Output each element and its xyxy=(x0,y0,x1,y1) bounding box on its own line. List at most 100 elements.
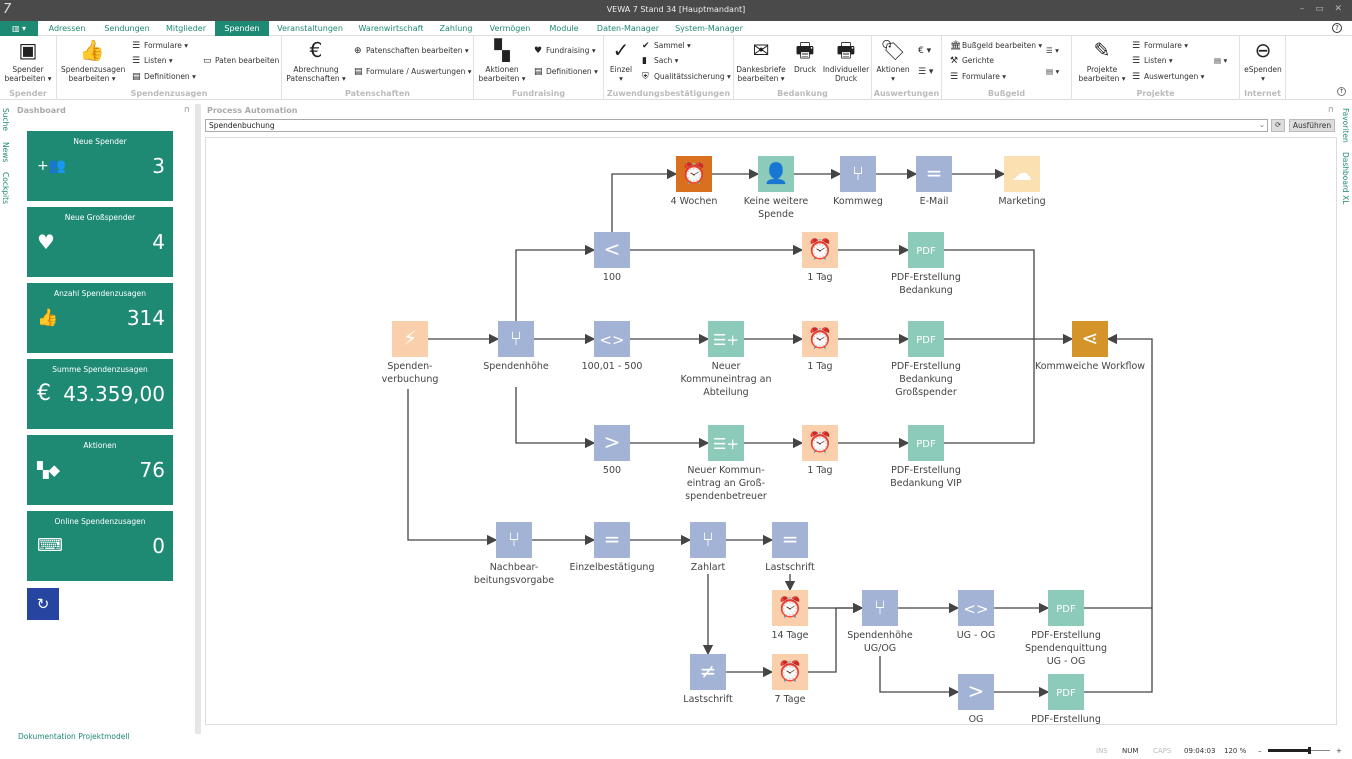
tab-module[interactable]: Module xyxy=(549,24,579,33)
workflow-node-last2[interactable]: ≠Lastschrift xyxy=(683,654,733,705)
listen-menu[interactable]: ☰Listen ▾ xyxy=(1132,56,1173,66)
tab-warenwirtschaft[interactable]: Warenwirtschaft xyxy=(358,24,424,33)
side-tab-favoriten[interactable]: Favoriten xyxy=(1341,108,1350,143)
spender-bearbeiten-button[interactable]: ▣ Spender bearbeiten ▾ xyxy=(2,39,54,83)
workflow-node-gt500[interactable]: >500 xyxy=(594,425,630,476)
workflow-node-einzel[interactable]: =Einzelbestätigung xyxy=(570,522,655,573)
app-menu-button[interactable]: ▥ ▾ xyxy=(0,21,38,36)
help-icon[interactable]: ? xyxy=(1332,23,1342,33)
zoom-slider-thumb[interactable] xyxy=(1308,747,1311,754)
tab-mitglieder[interactable]: Mitglieder xyxy=(166,24,206,33)
aktionen-bearbeiten-button[interactable]: ▚ Aktionen bearbeiten ▾ xyxy=(476,39,528,83)
formulare-menu[interactable]: ☰Formulare ▾ xyxy=(1132,41,1188,51)
side-tab-suche[interactable]: Suche xyxy=(1,108,10,132)
pin-icon[interactable]: ⊓ xyxy=(184,106,190,114)
reload-button[interactable]: ⟳ xyxy=(1271,119,1285,132)
tab-daten-manager[interactable]: Daten-Manager xyxy=(596,24,660,33)
spendenzusagen-button[interactable]: 👍 Spendenzusagen bearbeiten ▾ xyxy=(61,39,125,83)
workflow-node-ugog[interactable]: <>UG - OG xyxy=(957,590,996,641)
espenden-button[interactable]: ⊖ eSpenden ▾ xyxy=(1242,39,1284,83)
workflow-node-marketing[interactable]: ☁Marketing xyxy=(998,156,1046,207)
workflow-node-email[interactable]: =E-Mail xyxy=(916,156,952,207)
aktionen-auswertung-button[interactable]: 🏷 Aktionen ▾ xyxy=(874,39,912,83)
doc-link[interactable]: Dokumentation Projektmodell xyxy=(18,732,130,741)
tab-sendungen[interactable]: Sendungen xyxy=(104,24,150,33)
workflow-node-trigger[interactable]: ⚡Spenden-verbuchung xyxy=(382,321,439,385)
tile-online-spendenzusagen[interactable]: Online Spendenzusagen ⌨ 0 xyxy=(27,511,173,581)
tab-zahlung[interactable]: Zahlung xyxy=(439,24,473,33)
process-select[interactable]: Spendenbuchung ⌄ xyxy=(205,119,1268,132)
collapse-ribbon-icon[interactable]: ↑ xyxy=(1337,87,1346,96)
database-menu[interactable]: ▤ ▾ xyxy=(1214,56,1228,65)
dankesbriefe-button[interactable]: ✉ Dankesbriefe bearbeiten ▾ xyxy=(736,39,786,83)
sammel-menu[interactable]: ✔Sammel ▾ xyxy=(642,41,691,51)
workflow-node-komm2[interactable]: ☰+Neuer Kommun-eintrag an Groß-spendenbe… xyxy=(685,425,767,502)
formulare-menu[interactable]: ☰Formulare ▾ xyxy=(950,72,1006,82)
listen-menu[interactable]: ☰Listen ▾ xyxy=(132,56,173,66)
bussgeld-bearbeiten-menu[interactable]: 🏛Bußgeld bearbeiten ▾ xyxy=(950,41,1042,51)
fundraising-menu[interactable]: ♥Fundraising ▾ xyxy=(534,46,596,56)
paten-bearbeiten-button[interactable]: ▭Paten bearbeiten xyxy=(203,56,279,66)
tile-anzahl-spendenzusagen[interactable]: Anzahl Spendenzusagen 👍 314 xyxy=(27,283,173,353)
qualitaetssicherung-menu[interactable]: ⛨Qualitätssicherung ▾ xyxy=(642,72,731,82)
ausfuehren-button[interactable]: Ausführen xyxy=(1289,119,1335,132)
tab-system-manager[interactable]: System-Manager xyxy=(675,24,743,33)
workflow-node-last1[interactable]: =Lastschrift xyxy=(765,522,815,573)
tab-vermoegen[interactable]: Vermögen xyxy=(489,24,531,33)
workflow-node-t7[interactable]: ⏰7 Tage xyxy=(772,654,808,705)
zoom-slider[interactable] xyxy=(1268,747,1330,754)
abrechnung-patenschaften-button[interactable]: € Abrechnung Patenschaften ▾ xyxy=(284,39,348,83)
tile-neue-spender[interactable]: Neue Spender +👥 3 xyxy=(27,131,173,201)
tile-neue-grossspender[interactable]: Neue Großspender ♥ 4 xyxy=(27,207,173,277)
workflow-node-t1b[interactable]: ⏰1 Tag xyxy=(802,321,838,372)
workflow-node-range[interactable]: <>100,01 - 500 xyxy=(582,321,643,372)
side-tab-news[interactable]: News xyxy=(1,142,10,163)
tab-spenden[interactable]: Spenden xyxy=(215,21,269,36)
druck-button[interactable]: 🖶 Druck xyxy=(790,39,820,74)
workflow-node-w4[interactable]: ⏰4 Wochen xyxy=(671,156,718,207)
workflow-node-t14[interactable]: ⏰14 Tage xyxy=(771,590,809,641)
workflow-node-lt100[interactable]: <100 xyxy=(594,232,630,283)
workflow-node-og[interactable]: >OG xyxy=(958,674,994,725)
tile-aktionen[interactable]: Aktionen ▚◆ 76 xyxy=(27,435,173,505)
window-controls[interactable]: – ▭ ✕ xyxy=(1299,4,1346,14)
list-menu[interactable]: ☰ ▾ xyxy=(918,67,934,77)
workflow-node-split1[interactable]: ⑂Spendenhöhe xyxy=(483,321,549,372)
zoom-in-button[interactable]: + xyxy=(1336,747,1342,755)
panel-splitter[interactable] xyxy=(195,104,201,734)
tab-adressen[interactable]: Adressen xyxy=(48,24,86,33)
pin-icon[interactable]: ⊓ xyxy=(1328,106,1334,114)
tile-summe-spendenzusagen[interactable]: Summe Spendenzusagen € 43.359,00 xyxy=(27,359,173,429)
projekte-bearbeiten-button[interactable]: ✎ Projekte bearbeiten ▾ xyxy=(1078,39,1126,83)
database-menu[interactable]: ▤ ▾ xyxy=(1046,67,1060,76)
sach-menu[interactable]: ▮Sach ▾ xyxy=(642,56,678,66)
definitionen-menu[interactable]: ▤Definitionen ▾ xyxy=(132,72,196,82)
formulare-menu[interactable]: ☰Formulare ▾ xyxy=(132,41,188,51)
auswertungen-menu[interactable]: ☰Auswertungen ▾ xyxy=(1132,72,1204,82)
workflow-node-t1a[interactable]: ⏰1 Tag xyxy=(802,232,838,283)
zoom-out-button[interactable]: – xyxy=(1258,747,1262,755)
gerichte-button[interactable]: ⚒Gerichte xyxy=(950,56,994,66)
workflow-node-nach[interactable]: ⑂Nachbear-beitungsvorgabe xyxy=(474,522,554,586)
definitionen-menu[interactable]: ▤Definitionen ▾ xyxy=(534,67,598,77)
formulare-auswertungen-menu[interactable]: ▤Formulare / Auswertungen ▾ xyxy=(354,67,472,77)
workflow-node-zahlart[interactable]: ⑂Zahlart xyxy=(690,522,726,573)
einzel-button[interactable]: ✓ Einzel ▾ xyxy=(606,39,636,83)
workflow-node-share[interactable]: ⋖Kommweiche Workflow xyxy=(1035,321,1145,372)
workflow-node-t1c[interactable]: ⏰1 Tag xyxy=(802,425,838,476)
workflow-node-kommweg[interactable]: ⑂Kommweg xyxy=(833,156,883,207)
list-menu[interactable]: ☰ ▾ xyxy=(1046,46,1059,55)
individueller-druck-button[interactable]: 🖶 Individueller Druck xyxy=(822,39,870,83)
patenschaften-bearbeiten-menu[interactable]: ⊕Patenschaften bearbeiten ▾ xyxy=(354,46,469,56)
refresh-button[interactable]: ↻ xyxy=(27,588,59,620)
side-tab-cockpits[interactable]: Cockpits xyxy=(1,172,10,204)
tab-veranstaltungen[interactable]: Veranstaltungen xyxy=(277,24,343,33)
